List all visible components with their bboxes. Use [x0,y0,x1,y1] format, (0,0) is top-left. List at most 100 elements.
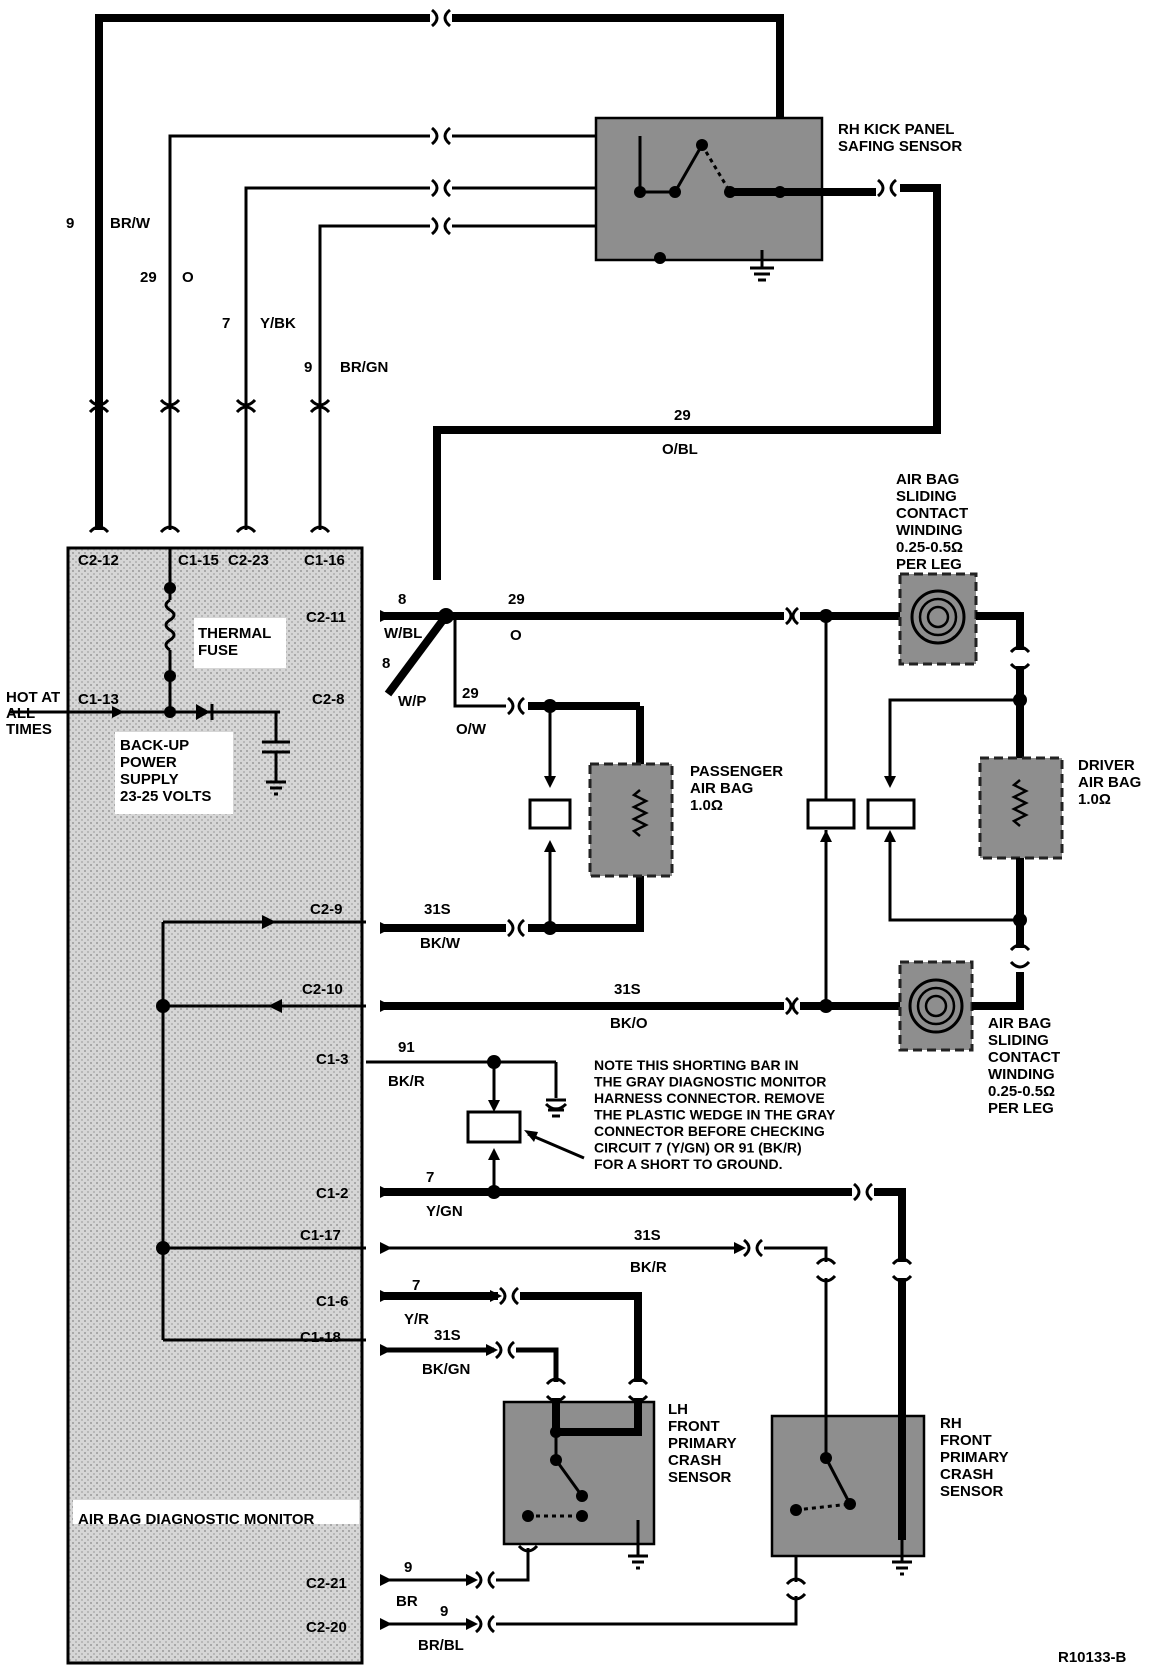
lh-crash-sensor [502,1398,656,1570]
monitor-title: AIR BAG DIAGNOSTIC MONITOR [78,1511,315,1528]
shorting-bar-note-line: NOTE THIS SHORTING BAR IN [594,1057,799,1073]
sliding-contact-top-label-line: AIR BAG [896,471,959,488]
passenger-air-bag-label-line: 1.0Ω [690,797,723,814]
backup-supply-label-line: 23-25 VOLTS [120,788,211,805]
backup-supply-label-bg [115,732,233,814]
thermal-fuse-label-bg [194,618,286,668]
backup-supply-label-line: POWER [120,754,177,771]
pin-c1-2: C1-2 [316,1185,349,1202]
lh-crash-sensor-label-line: PRIMARY [668,1435,737,1452]
lh-crash-sensor-label-line: SENSOR [668,1469,732,1486]
sliding-contact-bottom-label-line: 0.25-0.5Ω [988,1083,1055,1100]
shorting-bar-note-line: CONNECTOR BEFORE CHECKING [594,1123,825,1139]
shorting-bar-c1 [466,1110,522,1144]
wire-o-mid-color: O [510,627,522,644]
shorting-bar-note-line: HARNESS CONNECTOR. REMOVE [594,1090,825,1106]
pin-c1-6: C1-6 [316,1293,349,1310]
hot-at-all-times-label-line: TIMES [6,721,52,738]
wire-o-color: O [182,269,194,286]
driver-air-bag-label-line: DRIVER [1078,757,1135,774]
wire-br-number: 9 [404,1559,412,1576]
crash-sensor-circuits [366,1055,913,1634]
sliding-contact-bottom-label-line: WINDING [988,1066,1055,1083]
wire-o-mid-number: 29 [508,591,525,608]
pin-c2-8: C2-8 [312,691,345,708]
shorting-bar-note-line: CIRCUIT 7 (Y/GN) OR 91 (BK/R) [594,1140,802,1156]
labels: C2-12 C1-15 C2-23 C1-16 C2-11 C1-13 C2-8… [6,121,1141,1666]
wire-wp-number: 8 [382,655,390,672]
pin-c1-15: C1-15 [178,552,219,569]
pin-c1-3: C1-3 [316,1051,349,1068]
pin-c2-21: C2-21 [306,1575,347,1592]
passenger-air-bag-label-line: AIR BAG [690,780,753,797]
airbag-feed-circuits [380,606,1020,1016]
figure-id: R10133-B [1058,1649,1127,1666]
wire-ygn-number: 7 [426,1169,434,1186]
wire-o-number: 29 [140,269,157,286]
pin-c2-11: C2-11 [306,609,346,626]
hot-at-all-times-label-line: HOT AT [6,689,60,706]
wire-brw-number: 9 [66,215,74,232]
wire-obl-color: O/BL [662,441,698,458]
sliding-contact-bottom-label-line: PER LEG [988,1100,1054,1117]
sliding-contact-top-label-line: CONTACT [896,505,968,522]
wire-obl-number: 29 [674,407,691,424]
wire-wp-color: W/P [398,693,426,710]
pin-c2-23: C2-23 [228,552,269,569]
wire-wbl-number: 8 [398,591,406,608]
hot-feed-arrow [112,706,124,718]
driver-air-bag-label-line: AIR BAG [1078,774,1141,791]
sliding-contact-top-label-line: WINDING [896,522,963,539]
wire-brbl-color: BR/BL [418,1637,464,1654]
sliding-contact-top-label-line: PER LEG [896,556,962,573]
wire-brw-color: BR/W [110,215,151,232]
pin-c2-10: C2-10 [302,981,343,998]
pin-c1-17: C1-17 [300,1227,341,1244]
wire-bkw-color: BK/W [420,935,461,952]
rh-crash-sensor-label-line: RH [940,1415,962,1432]
wire-ow-color: O/W [456,721,487,738]
lh-crash-sensor-label-line: CRASH [668,1452,721,1469]
hot-at-all-times-label-line: ALL [6,705,35,722]
pin-c1-16: C1-16 [304,552,345,569]
monitor-internal-wiring [120,548,366,1342]
wire-ygn-color: Y/GN [426,1203,463,1220]
wire-bkgn-color: BK/GN [422,1361,470,1378]
rh-safing-sensor [594,116,876,282]
wire-bkr31-number: 31S [634,1227,661,1244]
rh-safing-sensor-label-line: RH KICK PANEL [838,121,954,138]
sliding-contact-bottom-label-line: AIR BAG [988,1015,1051,1032]
backup-supply-label-line: SUPPLY [120,771,179,788]
sliding-contact-top [898,572,1024,666]
rh-crash-sensor [770,1414,926,1576]
wire-ow-number: 29 [462,685,479,702]
rh-safing-sensor-label-line: SAFING SENSOR [838,138,962,155]
lh-crash-sensor-label-line: FRONT [668,1418,720,1435]
monitor-title-bg [73,1500,359,1524]
backup-supply-label-line: BACK-UP [120,737,189,754]
passenger-air-bag [588,762,674,878]
sliding-contact-bottom-label-line: CONTACT [988,1049,1060,1066]
pin-c1-13: C1-13 [78,691,119,708]
wire-brgn-color: BR/GN [340,359,388,376]
pin-c2-12: C2-12 [78,552,119,569]
sliding-contact-bottom [898,960,1024,1052]
shorting-bar-note-line: FOR A SHORT TO GROUND. [594,1156,782,1172]
driver-shorting-bar-2 [866,798,916,830]
lh-crash-sensor-label-line: LH [668,1401,688,1418]
wire-wbl-color: W/BL [384,625,422,642]
wire-bko-color: BK/O [610,1015,648,1032]
pin-c2-20: C2-20 [306,1619,347,1636]
thermal-fuse-label-line: THERMAL [198,625,271,642]
rh-crash-sensor-label-line: SENSOR [940,1483,1004,1500]
